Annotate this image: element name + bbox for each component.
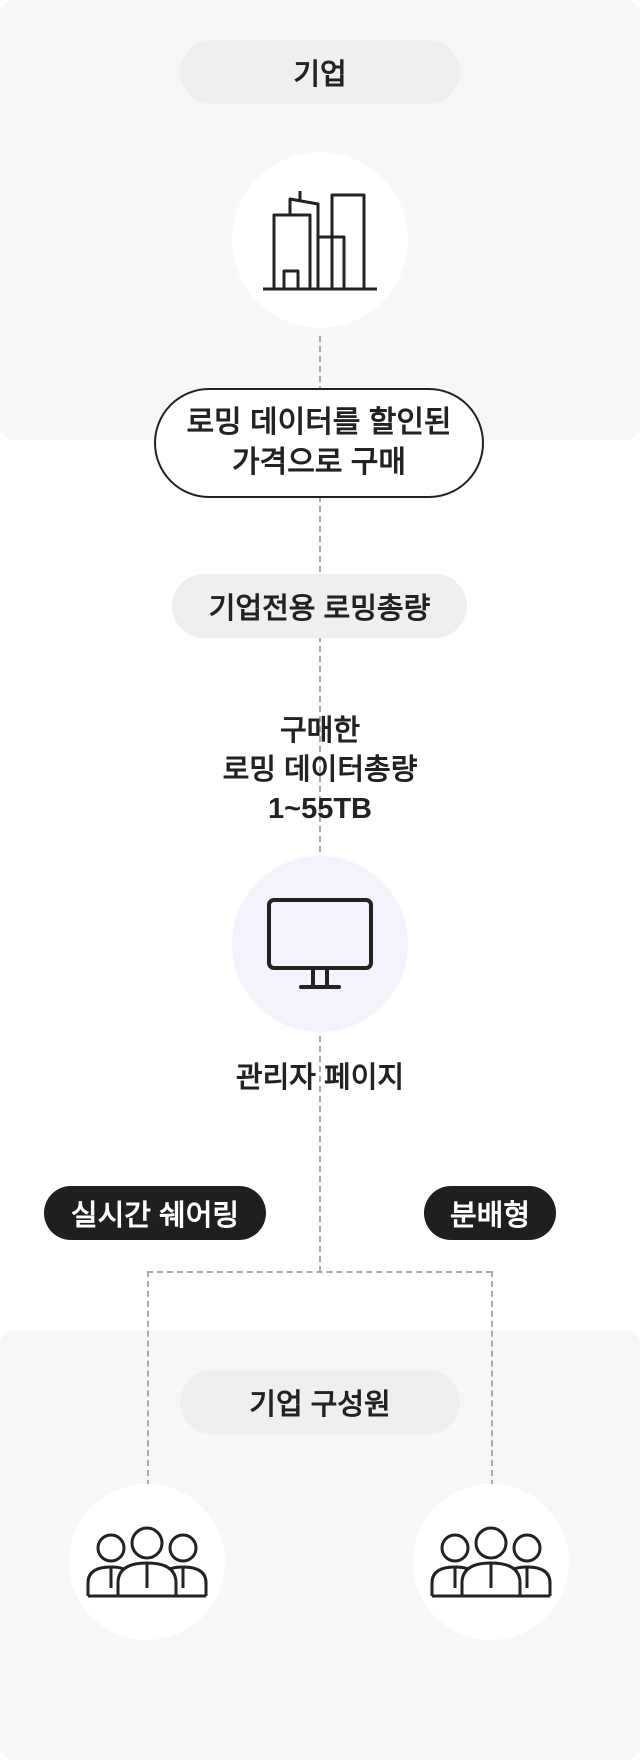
members-icon-circle-left: [69, 1484, 225, 1640]
purchase-line-2: 가격으로 구매: [232, 446, 406, 479]
connector-line-main: [319, 336, 321, 1272]
purchased-data-text: 구매한 로밍 데이터총량 1~55TB: [160, 712, 480, 829]
connector-line-left: [147, 1271, 149, 1486]
building-icon: [263, 191, 377, 291]
allocation-type-badge: 분배형: [424, 1186, 556, 1240]
purchased-line-2: 로밍 데이터총량: [222, 754, 418, 786]
purchased-line-1: 구매한: [279, 715, 361, 747]
company-roaming-pool-label: 기업전용 로밍총량: [172, 574, 467, 638]
company-icon-circle: [232, 152, 408, 328]
realtime-sharing-badge: 실시간 쉐어링: [44, 1186, 266, 1240]
connector-line-branch: [147, 1271, 492, 1273]
purchased-line-3: 1~55TB: [268, 793, 372, 825]
members-icon-circle-right: [413, 1484, 569, 1640]
company-label: 기업: [180, 40, 460, 104]
company-members-label: 기업 구성원: [180, 1370, 460, 1434]
team-icon: [86, 1526, 208, 1598]
team-icon: [430, 1526, 552, 1598]
admin-icon-circle: [232, 856, 408, 1032]
discount-purchase-pill: 로밍 데이터를 할인된 가격으로 구매: [154, 388, 484, 498]
admin-page-label: 관리자 페이지: [235, 1062, 405, 1094]
monitor-icon: [267, 898, 373, 989]
connector-line-right: [491, 1271, 493, 1486]
purchase-line-1: 로밍 데이터를 할인된: [186, 406, 452, 439]
